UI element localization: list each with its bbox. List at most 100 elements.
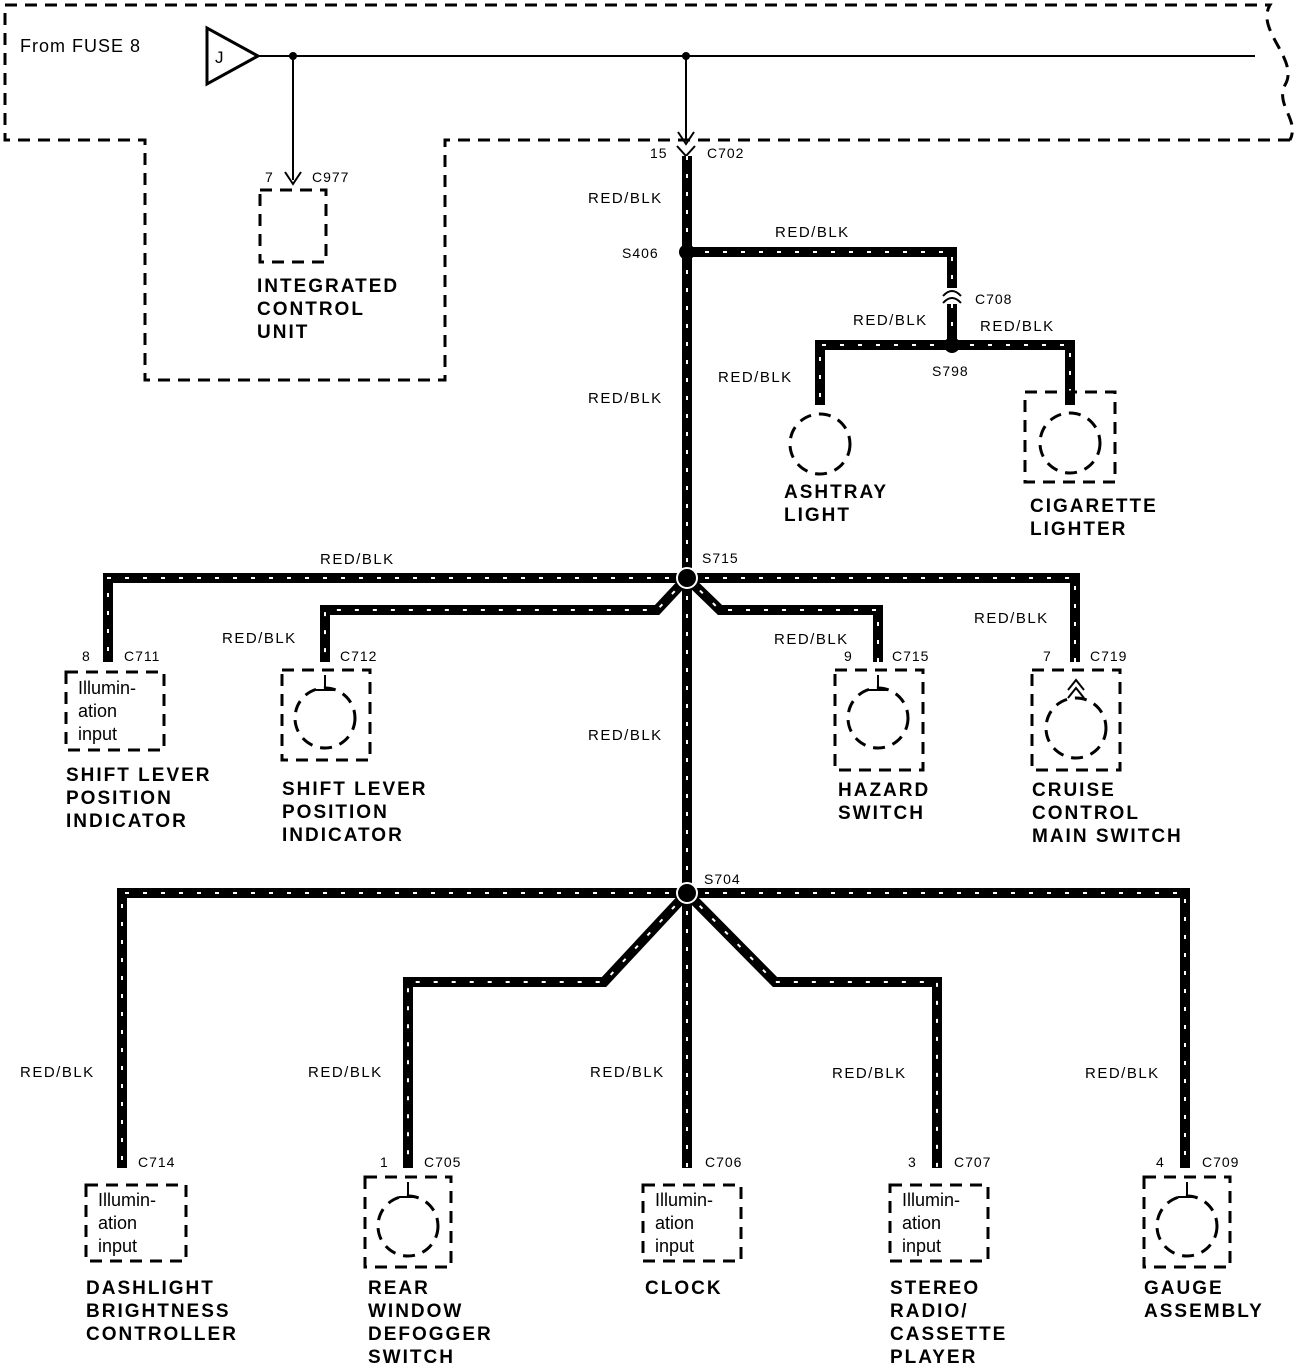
wire-label-gauge: RED/BLK xyxy=(1085,1065,1160,1082)
wire-s704-c709 xyxy=(687,888,1190,1168)
dashlight-illum-1: Illumin- xyxy=(98,1190,156,1210)
splice-s406 xyxy=(679,244,695,260)
hazard-label-2: SWITCH xyxy=(838,803,925,824)
clock-illum-2: ation xyxy=(655,1213,694,1233)
wire-label-hazard: RED/BLK xyxy=(774,631,849,648)
wire-label-s715-s704: RED/BLK xyxy=(588,727,663,744)
defogger-terminal-icon xyxy=(399,1182,417,1198)
shift2-bulb-icon xyxy=(293,686,357,750)
clock-illum-3: input xyxy=(655,1236,694,1256)
gauge-label-1: GAUGE xyxy=(1144,1278,1224,1299)
c715-pin: 9 xyxy=(844,648,853,664)
stereo-label-3: CASSETTE xyxy=(890,1324,1007,1345)
cigarette-bulb-icon xyxy=(1038,411,1102,475)
shift1-label-1: SHIFT LEVER xyxy=(66,765,212,786)
dashlight-illum-3: input xyxy=(98,1236,137,1256)
defogger-dashed-box xyxy=(363,1175,453,1269)
cigarette-label-1: CIGARETTE xyxy=(1030,496,1158,517)
c702-connector-icon xyxy=(676,145,696,158)
cruise-terminal-icon xyxy=(1067,678,1085,699)
icu-dashed-box xyxy=(258,188,328,264)
c709-pin: 4 xyxy=(1156,1154,1165,1170)
wire-label-c708-s798: RED/BLK xyxy=(853,312,928,329)
wire-s704-c705 xyxy=(403,889,691,1168)
icu-label-3: UNIT xyxy=(257,322,309,343)
c977-pin: 7 xyxy=(265,169,274,185)
c707-label: C707 xyxy=(954,1154,991,1170)
c708-label: C708 xyxy=(975,291,1012,307)
shift2-label-3: INDICATOR xyxy=(282,825,404,846)
fuse-j-symbol: J xyxy=(215,48,224,67)
wire-label-shift1: RED/BLK xyxy=(320,551,395,568)
clock-label-1: CLOCK xyxy=(645,1278,723,1299)
c719-label: C719 xyxy=(1090,648,1127,664)
shift2-label-2: POSITION xyxy=(282,802,389,823)
shift1-label-2: POSITION xyxy=(66,788,173,809)
wire-label-defogger: RED/BLK xyxy=(308,1064,383,1081)
clock-illum-box xyxy=(641,1183,743,1263)
ashtray-bulb-icon xyxy=(788,412,852,476)
c702-arrow-icon xyxy=(677,131,695,146)
c707-pin: 3 xyxy=(908,1154,917,1170)
wire-s798-ashtray xyxy=(815,340,952,405)
defogger-label-4: SWITCH xyxy=(368,1347,455,1366)
gauge-dashed-box xyxy=(1142,1175,1232,1269)
c714-label: C714 xyxy=(138,1154,175,1170)
dashlight-label-2: BRIGHTNESS xyxy=(86,1301,231,1322)
icu-label-1: INTEGRATED xyxy=(257,276,399,297)
splice-s798 xyxy=(944,337,960,353)
dashlight-illum-box xyxy=(84,1183,188,1263)
c977-label: C977 xyxy=(312,169,349,185)
defogger-label-3: DEFOGGER xyxy=(368,1324,493,1345)
icu-label-2: CONTROL xyxy=(257,299,365,320)
c715-label: C715 xyxy=(892,648,929,664)
ashtray-label-2: LIGHT xyxy=(784,505,851,526)
c705-pin: 1 xyxy=(380,1154,389,1170)
c702-label: C702 xyxy=(707,145,744,161)
shift1-illum-2: ation xyxy=(78,701,117,721)
c702-pin: 15 xyxy=(650,145,668,161)
wire-label-shift2: RED/BLK xyxy=(222,630,297,647)
s704-label: S704 xyxy=(704,871,741,887)
c706-label: C706 xyxy=(705,1154,742,1170)
hazard-label-1: HAZARD xyxy=(838,780,930,801)
stereo-label-2: RADIO/ xyxy=(890,1301,969,1322)
cruise-label-2: CONTROL xyxy=(1032,803,1140,824)
c708-connector-icon xyxy=(942,290,962,304)
stereo-label-1: STEREO xyxy=(890,1278,980,1299)
shift1-illum-box xyxy=(64,670,166,752)
shift1-illum-3: input xyxy=(78,724,117,744)
wire-s715-c711 xyxy=(103,573,687,662)
gauge-terminal-icon xyxy=(1178,1182,1196,1198)
wire-s715-c719 xyxy=(687,573,1080,662)
wire-label-cigarette: RED/BLK xyxy=(980,318,1055,335)
fuse-box-outline xyxy=(3,3,1294,382)
wire-s704-c714 xyxy=(117,888,687,1168)
wire-label-ashtray: RED/BLK xyxy=(718,369,793,386)
cruise-dashed-box xyxy=(1030,668,1122,772)
stereo-illum-2: ation xyxy=(902,1213,941,1233)
c711-label: C711 xyxy=(124,648,160,664)
dashlight-label-3: CONTROLLER xyxy=(86,1324,238,1345)
wire-label-s406-s715: RED/BLK xyxy=(588,390,663,407)
cruise-label-3: MAIN SWITCH xyxy=(1032,826,1183,847)
from-fuse-label: From FUSE 8 xyxy=(20,36,141,56)
shift1-label-3: INDICATOR xyxy=(66,811,188,832)
wire-label-c702-s406: RED/BLK xyxy=(588,190,663,207)
stereo-illum-3: input xyxy=(902,1236,941,1256)
shift2-terminal-icon xyxy=(316,675,334,691)
defogger-label-2: WINDOW xyxy=(368,1301,463,1322)
hazard-bulb-icon xyxy=(846,686,910,750)
gauge-label-2: ASSEMBLY xyxy=(1144,1301,1264,1322)
stereo-illum-box xyxy=(888,1183,990,1263)
stereo-label-4: PLAYER xyxy=(890,1347,977,1366)
wire-label-dashlight: RED/BLK xyxy=(20,1064,95,1081)
dashlight-illum-2: ation xyxy=(98,1213,137,1233)
c705-label: C705 xyxy=(424,1154,461,1170)
wire-s715-c712 xyxy=(320,574,691,662)
gauge-bulb-icon xyxy=(1155,1194,1219,1258)
splice-s704 xyxy=(676,882,698,904)
fuse-j-icon xyxy=(205,25,262,87)
hazard-dashed-box xyxy=(833,668,925,772)
